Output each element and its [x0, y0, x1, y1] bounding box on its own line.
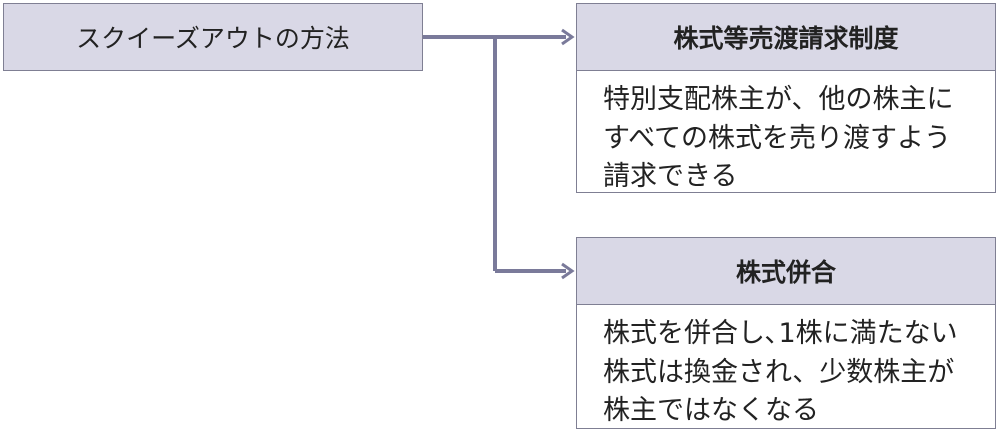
method-2-desc-line-1: 株式を併合し､1株に満たない — [603, 318, 958, 349]
root-node: スクイーズアウトの方法 — [3, 3, 423, 71]
method-2-title: 株式併合 — [735, 258, 836, 287]
method-2-desc-line-2: 株式は換金され、少数株主が — [603, 356, 955, 388]
method-2-desc-line-3: 株主ではなくなる — [603, 395, 819, 427]
method-1-desc-line-1: 特別支配株主が、他の株主に — [603, 84, 954, 115]
method-1-desc-line-2: すべての株式を売り渡すよう — [603, 122, 952, 154]
method-2-title-box: 株式併合 — [576, 237, 996, 305]
method-1-title-box: 株式等売渡請求制度 — [576, 3, 996, 71]
root-label: スクイーズアウトの方法 — [76, 24, 350, 53]
method-1-title: 株式等売渡請求制度 — [673, 24, 899, 53]
method-1-desc-line-3: 請求できる — [603, 161, 738, 193]
method-2-description-box: 株式を併合し､1株に満たない 株式は換金され、少数株主が 株主ではなくなる — [576, 305, 996, 429]
arrowhead-method-2 — [561, 262, 575, 280]
arrowhead-method-1 — [561, 28, 575, 46]
method-1-description-box: 特別支配株主が、他の株主に すべての株式を売り渡すよう 請求できる — [576, 71, 996, 193]
